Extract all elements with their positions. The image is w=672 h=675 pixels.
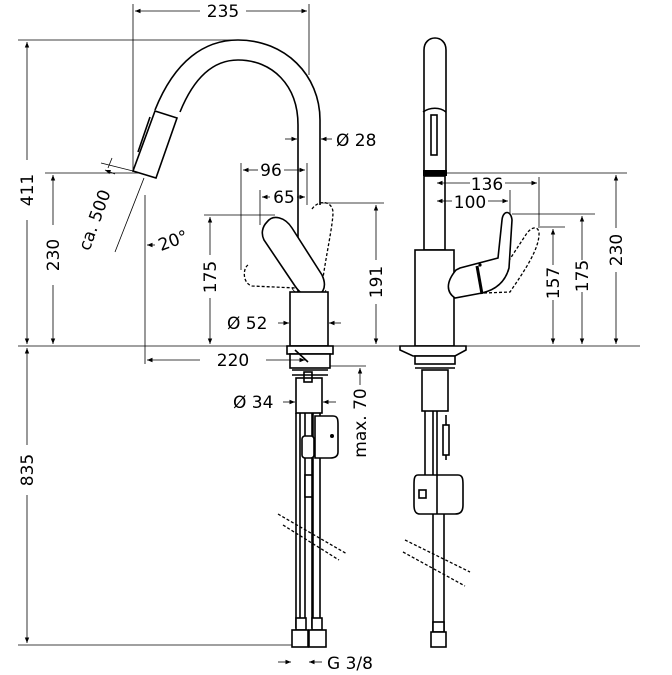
dim-136: 136 <box>471 175 503 195</box>
spray-head <box>131 110 179 179</box>
dim-100: 100 <box>454 193 486 213</box>
dim-96: 96 <box>260 161 282 181</box>
dim-220: 220 <box>217 351 249 371</box>
dim-411: 411 <box>18 174 38 206</box>
dim-175: 175 <box>201 261 221 293</box>
dim-dia-34: Ø 34 <box>233 393 273 413</box>
side-body <box>414 249 455 347</box>
diverter-box <box>314 415 339 459</box>
side-dimension-lines <box>437 175 619 344</box>
dim-max-70: max. 70 <box>351 388 371 457</box>
dim-235: 235 <box>207 2 239 22</box>
dim-side-175: 175 <box>573 260 593 292</box>
dim-g-3-8: G 3/8 <box>327 654 373 674</box>
front-view: 235 411 230 ca. 500 20° Ø 28 96 65 175 1… <box>18 2 400 674</box>
dim-65: 65 <box>273 188 295 208</box>
handle <box>243 201 334 303</box>
dimension-lines <box>24 8 379 665</box>
side-base-flange <box>399 345 467 369</box>
under-counter-assembly <box>277 371 348 648</box>
side-handle <box>447 211 540 299</box>
dim-835: 835 <box>18 454 38 486</box>
extension-lines <box>18 4 400 646</box>
base-flange <box>286 345 334 376</box>
dim-ca-500: ca. 500 <box>75 187 115 253</box>
dim-dia-28: Ø 28 <box>336 131 376 151</box>
side-under-counter <box>402 369 471 648</box>
break-lines <box>277 513 348 561</box>
dim-157: 157 <box>544 267 564 299</box>
pullout-head <box>422 37 447 176</box>
side-column <box>423 175 446 251</box>
faucet-body <box>289 291 329 347</box>
dimension-labels: 235 411 230 ca. 500 20° Ø 28 96 65 175 1… <box>18 2 387 674</box>
side-view: 136 100 157 175 230 <box>399 37 640 648</box>
side-dimension-labels: 136 100 157 175 230 <box>454 175 627 299</box>
spout <box>100 39 321 292</box>
side-diverter-box <box>413 474 464 515</box>
dim-230: 230 <box>44 239 64 271</box>
dim-20-degrees: 20° <box>156 227 191 256</box>
dim-side-230: 230 <box>607 234 627 266</box>
dim-dia-52: Ø 52 <box>227 314 267 334</box>
dim-191: 191 <box>367 266 387 298</box>
